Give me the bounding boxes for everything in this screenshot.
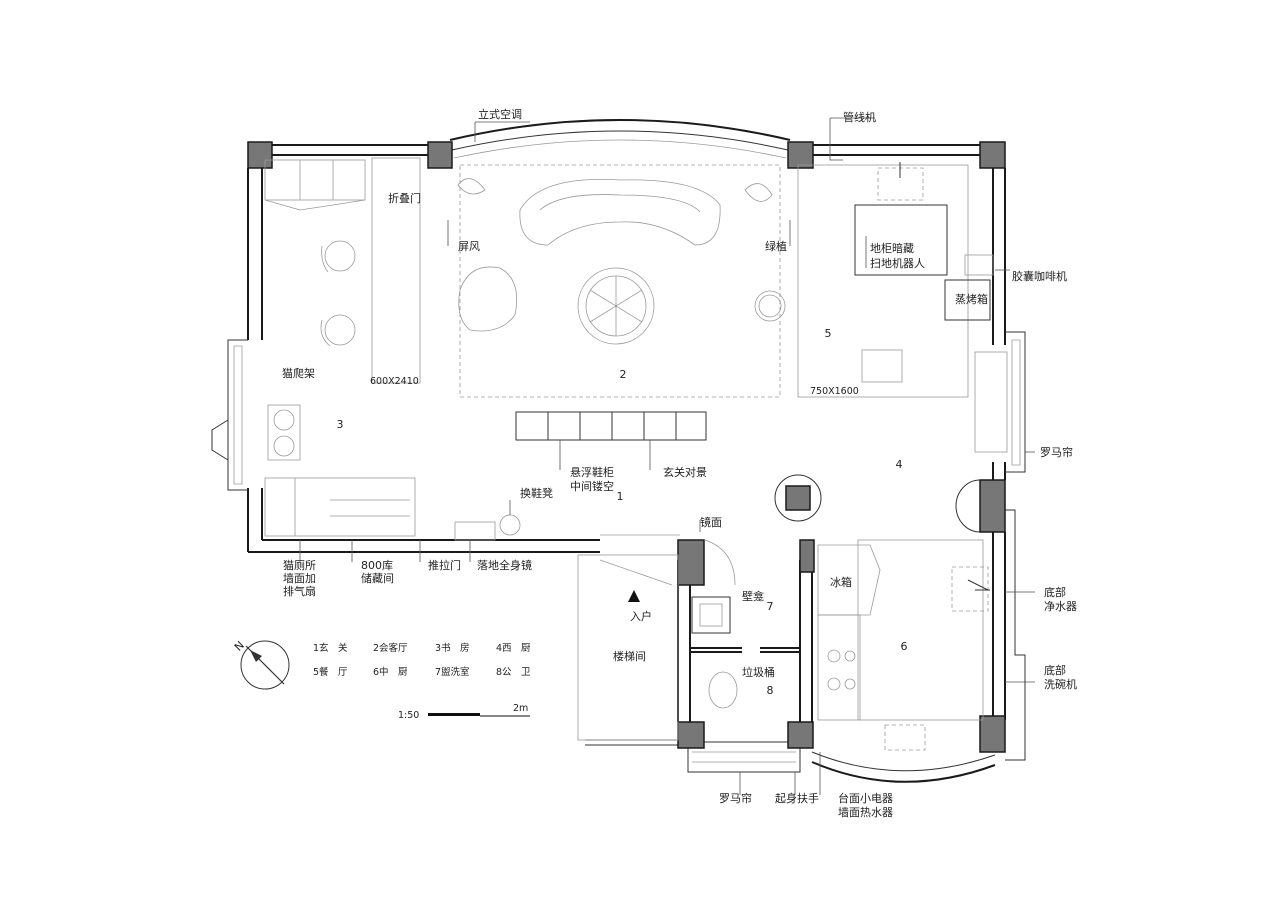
label-roman-blind-bottom: 罗马帘 bbox=[719, 791, 752, 805]
label-cat-tree: 猫爬架 bbox=[282, 367, 315, 380]
room-number-2: 2 bbox=[620, 368, 627, 381]
label-steam-oven: 蒸烤箱 bbox=[955, 292, 988, 306]
scale-bar-label: 2m bbox=[513, 703, 528, 714]
scale-ratio: 1:50 bbox=[398, 710, 419, 721]
legend: 1玄 关 2会客厅 3书 房 4西 厨 5餐 厅 6中 厨 7盥洗室 8公 卫 bbox=[313, 642, 531, 678]
scale-bar: 1:50 2m bbox=[398, 703, 530, 721]
room-number-6: 6 bbox=[901, 640, 908, 653]
label-floor-cabinet-1: 地柜暗藏 bbox=[870, 241, 914, 255]
label-stairwell: 楼梯间 bbox=[613, 649, 646, 663]
label-cat-toilet-2: 墙面加 bbox=[283, 571, 316, 585]
label-dishwasher-2: 洗碗机 bbox=[1044, 677, 1077, 691]
label-full-mirror: 落地全身镜 bbox=[477, 558, 532, 572]
label-shoe-cabinet-2: 中间镂空 bbox=[570, 479, 614, 493]
label-fridge: 冰箱 bbox=[830, 575, 852, 589]
legend-item: 6中 厨 bbox=[373, 666, 408, 678]
label-mirror: 镜面 bbox=[700, 515, 722, 529]
label-entry: 入户 bbox=[630, 609, 652, 623]
label-water-purifier-1: 底部 bbox=[1044, 585, 1066, 599]
label-niche: 壁龛 bbox=[742, 589, 764, 603]
room-number-8: 8 bbox=[767, 684, 774, 697]
structural-columns bbox=[247, 141, 1006, 753]
annotations: 立式空调 管线机 折叠门 屏风 绿植 地柜暗藏 扫地机器人 胶囊咖啡机 蒸烤箱 … bbox=[282, 107, 1077, 819]
label-dishwasher-1: 底部 bbox=[1044, 663, 1066, 677]
label-shoe-cabinet-1: 悬浮鞋柜 bbox=[570, 465, 614, 479]
legend-item: 3书 房 bbox=[435, 642, 470, 654]
label-appliance-2: 墙面热水器 bbox=[838, 805, 893, 819]
label-trash-bin: 垃圾桶 bbox=[742, 665, 775, 679]
label-storage-1: 800库 bbox=[361, 559, 393, 572]
label-dim-600: 600X2410 bbox=[370, 376, 419, 387]
legend-item: 8公 卫 bbox=[496, 667, 531, 678]
label-dim-750: 750X1600 bbox=[810, 386, 859, 397]
legend-item: 5餐 厅 bbox=[313, 666, 348, 678]
label-shoe-bench: 换鞋凳 bbox=[520, 486, 553, 500]
label-cat-toilet-3: 排气扇 bbox=[283, 584, 316, 598]
label-floor-cabinet-2: 扫地机器人 bbox=[870, 256, 925, 270]
label-green-plant: 绿植 bbox=[765, 239, 787, 253]
label-roman-blind-right: 罗马帘 bbox=[1040, 445, 1073, 459]
entry-arrow-icon bbox=[628, 590, 640, 602]
room-number-3: 3 bbox=[337, 418, 344, 431]
label-water-purifier-2: 净水器 bbox=[1044, 599, 1077, 613]
label-appliance-1: 台面小电器 bbox=[838, 791, 893, 805]
room-number-5: 5 bbox=[825, 327, 832, 340]
legend-item: 2会客厅 bbox=[373, 642, 408, 654]
room-number-4: 4 bbox=[896, 458, 903, 471]
label-storage-2: 储藏间 bbox=[361, 571, 394, 585]
legend-item: 7盥洗室 bbox=[435, 666, 470, 678]
label-folding-door: 折叠门 bbox=[388, 191, 421, 205]
exterior-walls bbox=[211, 119, 1026, 783]
label-screen: 屏风 bbox=[458, 240, 480, 253]
label-grab-bar: 起身扶手 bbox=[775, 791, 819, 805]
label-standing-ac: 立式空调 bbox=[478, 107, 522, 121]
legend-item: 4西 厨 bbox=[496, 643, 531, 654]
label-entrance-view: 玄关对景 bbox=[663, 465, 707, 479]
legend-item: 1玄 关 bbox=[313, 642, 348, 654]
north-arrow: N bbox=[232, 639, 290, 690]
room-number-1: 1 bbox=[617, 490, 624, 503]
label-capsule-coffee: 胶囊咖啡机 bbox=[1012, 269, 1067, 283]
furniture bbox=[264, 157, 1008, 751]
label-cat-toilet-1: 猫厕所 bbox=[283, 559, 316, 572]
label-pipeline-machine: 管线机 bbox=[843, 110, 876, 124]
label-sliding-door: 推拉门 bbox=[428, 558, 461, 572]
room-number-7: 7 bbox=[767, 600, 774, 613]
leader-lines bbox=[299, 117, 1035, 795]
room-numbers: 1 2 3 4 5 6 7 8 bbox=[337, 327, 908, 697]
